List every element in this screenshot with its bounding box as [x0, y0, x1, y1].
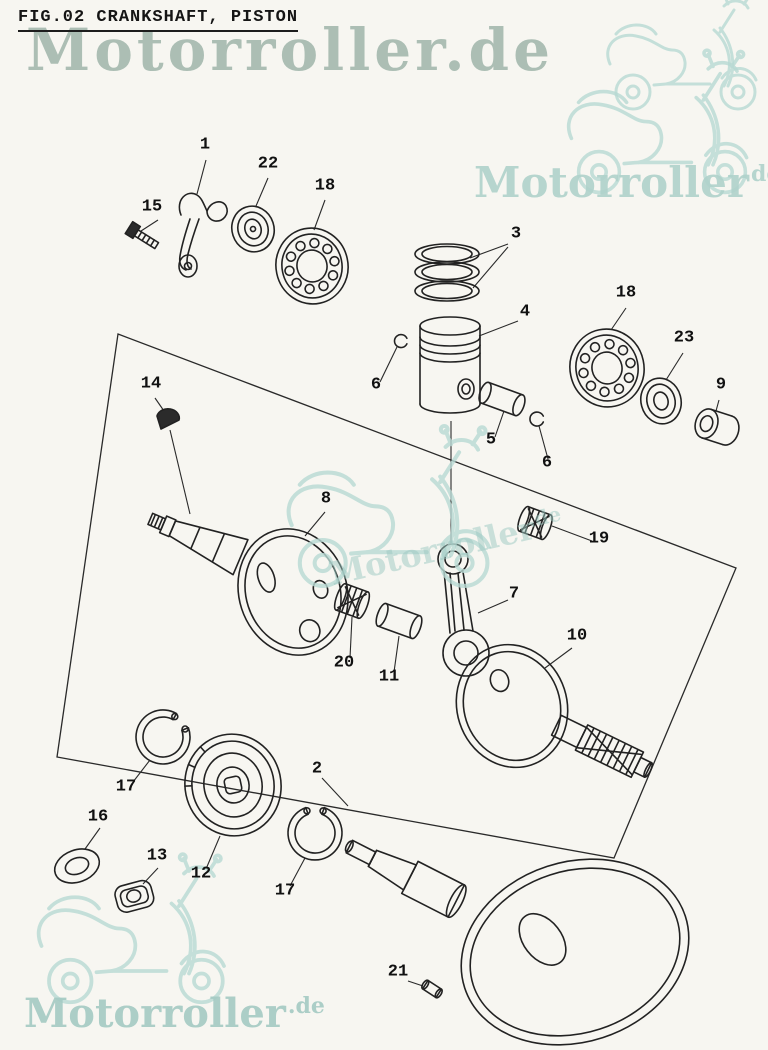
part-callout-21: 21: [387, 962, 409, 982]
part-callout-16: 16: [87, 807, 109, 827]
piston-rings-graphic: [414, 243, 480, 302]
part-callout-17-upper: 17: [115, 777, 137, 797]
oil-seal-graphic-22: [231, 205, 275, 253]
output-shaft-graphic: [344, 839, 467, 919]
piston-graphic: [419, 316, 481, 414]
oil-seal-graphic-23: [639, 377, 683, 425]
scooter-logo-watermark-right: [566, 48, 749, 195]
spacer-collar-graphic: [694, 408, 740, 446]
part-callout-7: 7: [508, 584, 520, 604]
scooter-logo-watermark-middle: [289, 426, 489, 586]
assembly-boundary-box: [56, 333, 737, 859]
part-callout-11: 11: [378, 667, 400, 687]
figure-title: FIG.02 CRANKSHAFT, PISTON: [18, 8, 299, 32]
part-callout-10: 10: [566, 626, 588, 646]
bearing-graphic-18-right: [569, 328, 645, 408]
pulley-graphic: [184, 733, 282, 837]
part-callout-18-right: 18: [615, 283, 637, 303]
part-callout-3: 3: [510, 224, 522, 244]
wrist-pin-clip-graphic-left: [393, 333, 408, 349]
connecting-rod-graphic: [437, 543, 490, 677]
part-callout-15: 15: [141, 197, 163, 217]
needle-bearing-graphic-19: [517, 505, 553, 541]
washer-graphic: [53, 848, 101, 884]
bearing-graphic-18-left: [275, 227, 349, 305]
bolt-graphic: [124, 220, 160, 250]
dowel-pin-graphic: [421, 979, 443, 999]
snap-ring-graphic-upper: [135, 709, 191, 765]
part-callout-4: 4: [519, 302, 531, 322]
part-callout-12: 12: [190, 864, 212, 884]
part-callout-6-right: 6: [541, 453, 553, 473]
part-callout-19: 19: [588, 529, 610, 549]
fork-bracket-graphic: [178, 192, 228, 278]
crankshaft-right-half-graphic: [455, 643, 654, 779]
part-callout-9: 9: [715, 375, 727, 395]
part-callout-23: 23: [673, 328, 695, 348]
part-callout-13: 13: [146, 846, 168, 866]
woodruff-key-graphic: [156, 408, 181, 430]
part-callout-20: 20: [333, 653, 355, 673]
flywheel-graphic: [460, 858, 690, 1046]
crankshaft-left-half-graphic: [147, 512, 349, 656]
part-callout-14: 14: [140, 374, 162, 394]
scooter-logo-watermark-top-right: [606, 0, 758, 111]
wrist-pin-clip-graphic-right: [529, 411, 545, 427]
part-callout-5: 5: [485, 430, 497, 450]
needle-bearing-graphic-20: [333, 582, 371, 620]
part-callout-8: 8: [320, 489, 332, 509]
part-callout-2: 2: [311, 759, 323, 779]
part-callout-17-lower: 17: [274, 881, 296, 901]
piston-pin-graphic: [478, 381, 526, 417]
part-callout-1: 1: [199, 135, 211, 155]
part-callout-6-left: 6: [370, 375, 382, 395]
crank-pin-graphic: [375, 602, 423, 640]
retainer-plate-graphic: [114, 879, 155, 913]
snap-ring-graphic-lower: [276, 794, 354, 872]
part-callout-22: 22: [257, 154, 279, 174]
leader-lines: [84, 159, 720, 987]
part-callout-18-left: 18: [314, 176, 336, 196]
